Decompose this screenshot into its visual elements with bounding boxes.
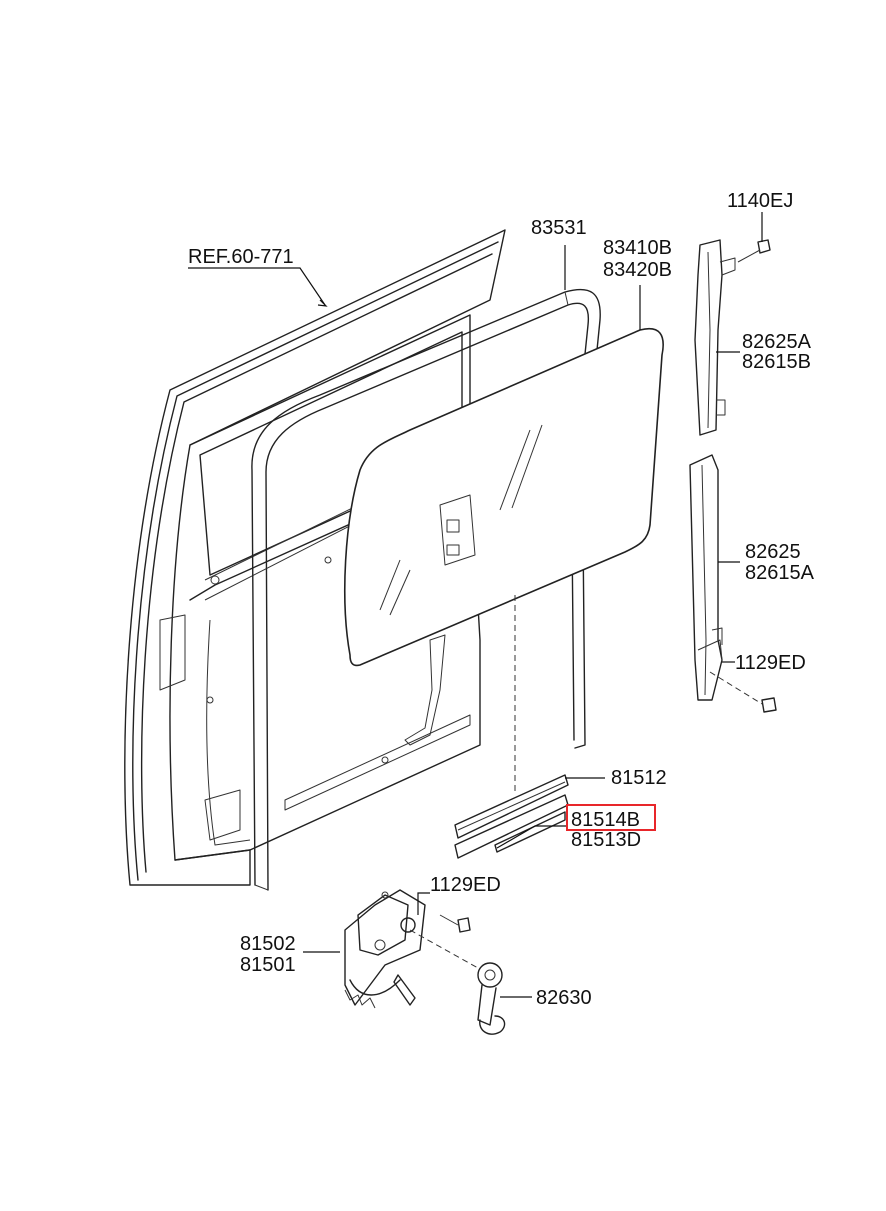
label-1129ed-upper[interactable]: 1129ED <box>735 652 806 674</box>
part-labels: REF.60-771 83531 83410B 83420B 1140EJ 82… <box>188 190 815 1009</box>
label-82615b[interactable]: 82615B <box>742 351 811 373</box>
bolt-1129ed-upper <box>709 671 777 713</box>
label-81513d[interactable]: 81513D <box>571 829 641 851</box>
label-81514b[interactable]: 81514B <box>571 809 640 831</box>
label-83410b[interactable]: 83410B <box>603 237 672 259</box>
label-82630[interactable]: 82630 <box>536 987 592 1009</box>
highlight-box <box>566 804 656 831</box>
lower-run-channel <box>689 454 723 701</box>
bolt-1129ed-lower <box>439 914 471 933</box>
bolt-1140ej <box>737 239 771 263</box>
label-1129ed-lower[interactable]: 1129ED <box>430 874 501 896</box>
weatherstrip-83531 <box>251 288 601 891</box>
label-81501[interactable]: 81501 <box>240 954 296 976</box>
label-81512[interactable]: 81512 <box>611 767 667 789</box>
upper-run-channel <box>694 239 736 436</box>
label-82615a[interactable]: 82615A <box>745 562 815 584</box>
label-ref[interactable]: REF.60-771 <box>188 246 294 268</box>
regulator-handle <box>409 929 506 1035</box>
channel-strips <box>454 595 569 859</box>
label-82625a[interactable]: 82625A <box>742 331 812 353</box>
regulator-guide <box>404 494 476 746</box>
leader-lines <box>188 212 763 998</box>
label-83531[interactable]: 83531 <box>531 217 587 239</box>
label-81502[interactable]: 81502 <box>240 933 296 955</box>
window-regulator <box>344 889 426 1009</box>
label-1140ej[interactable]: 1140EJ <box>727 190 793 212</box>
label-82625[interactable]: 82625 <box>745 541 801 563</box>
door-glass <box>343 328 664 667</box>
label-83420b[interactable]: 83420B <box>603 259 672 281</box>
